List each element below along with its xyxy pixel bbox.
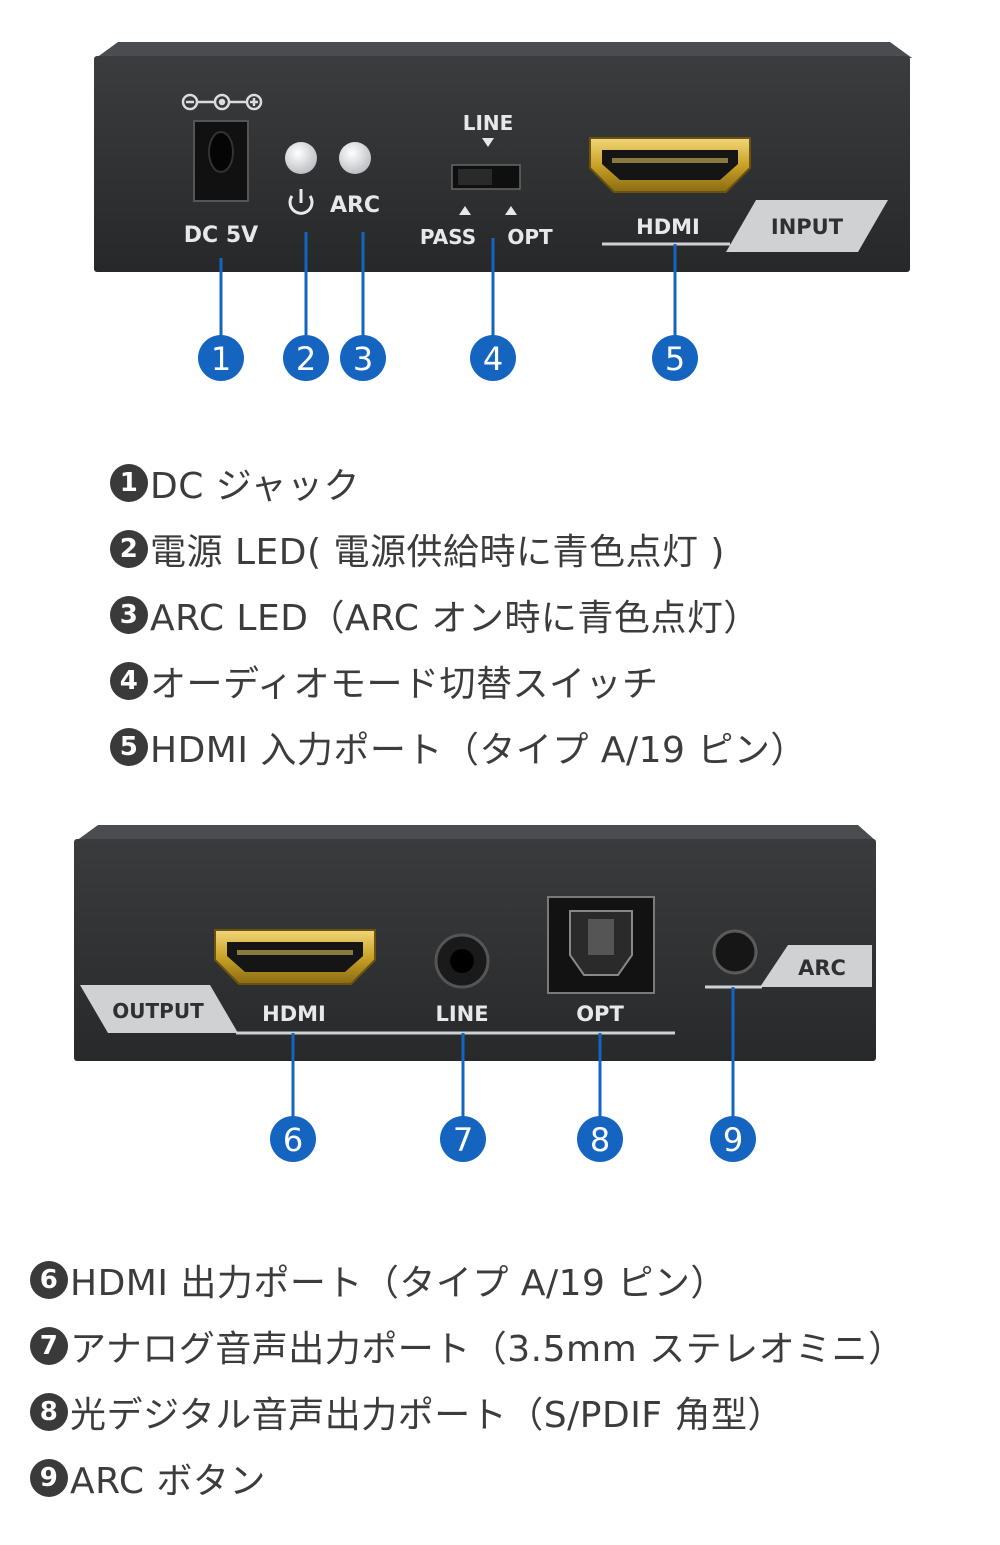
dc-label: DC 5V (184, 223, 258, 248)
legend-item-3: 3 ARC LED（ARC オン時に青色点灯） (110, 590, 760, 640)
legend-num: 1 (110, 464, 148, 502)
legend-num: 9 (30, 1459, 68, 1497)
callout-9: 9 (710, 1116, 756, 1162)
legend-num: 3 (110, 596, 148, 634)
callout-2: 2 (283, 335, 329, 381)
hdmi-input-port-inner (602, 150, 738, 180)
legend-item-8: 8 光デジタル音声出力ポート（S/PDIF 角型） (30, 1387, 784, 1437)
callout-4: 4 (470, 335, 516, 381)
svg-text:7: 7 (453, 1121, 473, 1159)
callout-3: 3 (340, 335, 386, 381)
optical-out-port-slot (588, 919, 614, 955)
legend-text: オーディオモード切替スイッチ (150, 664, 659, 705)
legend-item-2: 2 電源 LED( 電源供給時に青色点灯 ) (110, 524, 725, 574)
dc-symbol-icon (181, 93, 263, 111)
device-front-panel (94, 56, 910, 272)
svg-text:3: 3 (353, 340, 373, 378)
line-out-label: LINE (435, 1002, 488, 1026)
legend-num: 6 (30, 1261, 68, 1299)
line-out-jack-hole (450, 949, 474, 973)
device-front-diagram: DC 5V ARC LINE PASS OPT HDMI INPUT 1 2 3 (94, 42, 912, 381)
legend-item-1: 1 DC ジャック (110, 458, 360, 508)
arc-led-label: ARC (330, 193, 380, 218)
legend-num: 4 (110, 662, 148, 700)
svg-text:8: 8 (590, 1121, 610, 1159)
device-back-top-edge (76, 825, 876, 841)
legend-item-7: 7 アナログ音声出力ポート（3.5mm ステレオミニ） (30, 1321, 905, 1371)
optical-out-label: OPT (576, 1002, 624, 1026)
output-tag (80, 985, 238, 1033)
audio-mode-switch-knob (458, 169, 492, 185)
hdmi-input-pins (612, 158, 728, 163)
legend-num: 7 (30, 1327, 68, 1365)
device-back-diagram: OUTPUT HDMI LINE OPT ARC 6 7 8 9 (74, 825, 876, 1162)
arc-button-label: ARC (798, 956, 846, 980)
switch-pass-label: PASS (420, 225, 476, 249)
arc-led (339, 142, 371, 174)
dc-jack-hole (208, 131, 234, 173)
switch-opt-label: OPT (507, 225, 553, 249)
arc-button[interactable] (712, 929, 758, 975)
svg-text:6: 6 (283, 1121, 303, 1159)
legend-item-4: 4 オーディオモード切替スイッチ (110, 656, 658, 706)
svg-text:5: 5 (665, 340, 685, 378)
hdmi-input-label: HDMI (636, 215, 700, 239)
svg-text:4: 4 (483, 340, 503, 378)
switch-line-label: LINE (463, 111, 514, 135)
svg-text:1: 1 (211, 340, 231, 378)
switch-line-arrow-icon (482, 138, 494, 147)
callout-1: 1 (198, 335, 244, 381)
legend-text: ARC LED（ARC オン時に青色点灯） (150, 598, 760, 639)
device-top-edge (96, 42, 912, 58)
input-tag-label: INPUT (771, 215, 844, 239)
hdmi-output-pins (237, 950, 353, 955)
legend-num: 8 (30, 1393, 68, 1431)
legend-text: 電源 LED( 電源供給時に青色点灯 ) (150, 532, 725, 573)
switch-pass-arrow-icon (459, 206, 471, 215)
svg-text:2: 2 (296, 340, 316, 378)
input-tag (726, 200, 888, 252)
callout-8: 8 (577, 1116, 623, 1162)
legend-text: DC ジャック (150, 466, 361, 507)
callout-6: 6 (270, 1116, 316, 1162)
legend-item-6: 6 HDMI 出力ポート（タイプ A/19 ピン） (30, 1255, 727, 1305)
callout-7: 7 (440, 1116, 486, 1162)
legend-num: 5 (110, 728, 148, 766)
legend-text: HDMI 入力ポート（タイプ A/19 ピン） (150, 730, 807, 771)
legend-text: ARC ボタン (70, 1461, 266, 1502)
legend-text: アナログ音声出力ポート（3.5mm ステレオミニ） (70, 1329, 905, 1370)
legend-item-5: 5 HDMI 入力ポート（タイプ A/19 ピン） (110, 722, 807, 772)
legend-item-9: 9 ARC ボタン (30, 1453, 266, 1503)
power-icon (288, 189, 314, 215)
power-led (285, 142, 317, 174)
hdmi-output-port-inner (227, 942, 363, 972)
arc-tag (760, 945, 872, 987)
legend-num: 2 (110, 530, 148, 568)
legend-text: 光デジタル音声出力ポート（S/PDIF 角型） (70, 1395, 784, 1436)
legend-text: HDMI 出力ポート（タイプ A/19 ピン） (70, 1263, 727, 1304)
callout-5: 5 (652, 335, 698, 381)
hdmi-output-label: HDMI (262, 1002, 326, 1026)
switch-opt-arrow-icon (505, 206, 517, 215)
svg-text:9: 9 (723, 1121, 743, 1159)
output-tag-label: OUTPUT (112, 999, 204, 1023)
